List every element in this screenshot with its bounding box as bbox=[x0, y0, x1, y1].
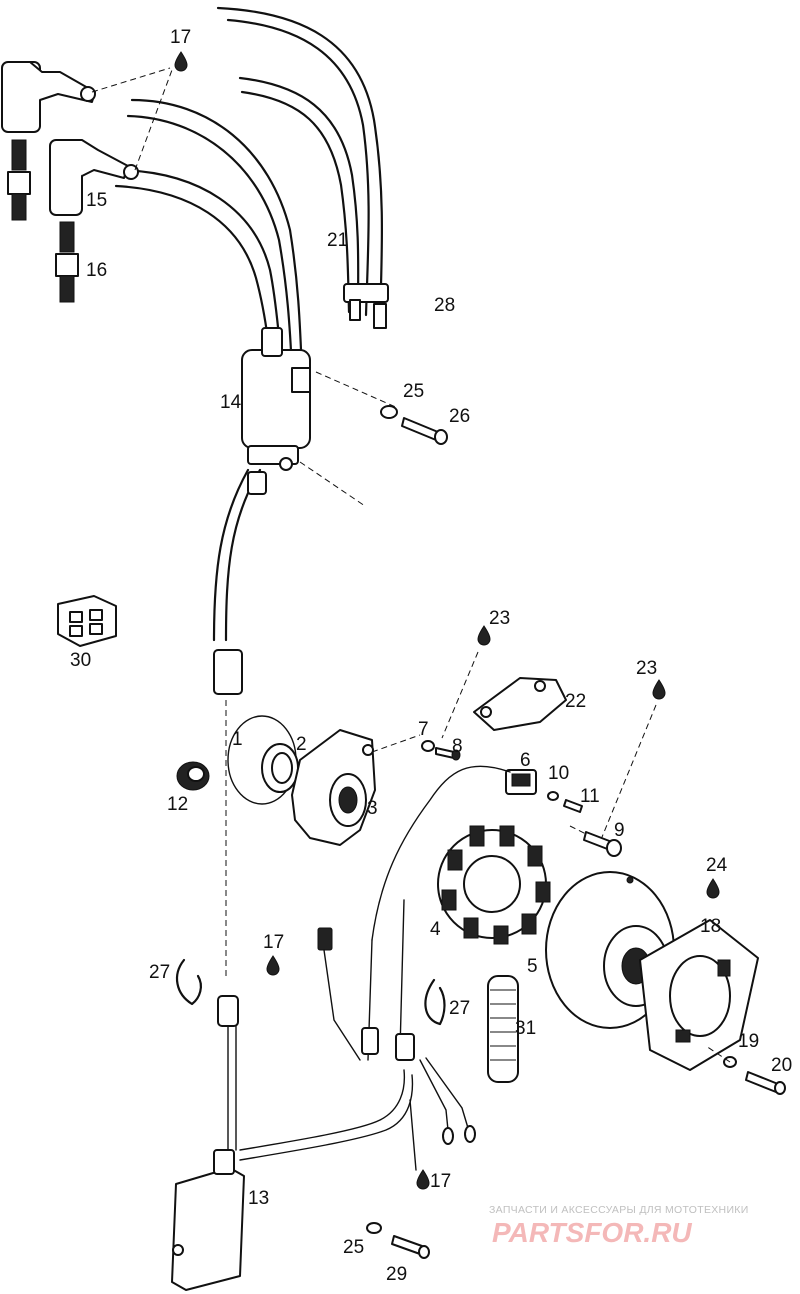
clamp-27-right bbox=[424, 978, 446, 1026]
label-8: 8 bbox=[452, 736, 463, 757]
screw-8 bbox=[421, 740, 461, 761]
ignition-coil-14 bbox=[212, 327, 311, 642]
seal-2 bbox=[261, 743, 299, 793]
label-26: 26 bbox=[449, 406, 470, 427]
label-1: 1 bbox=[232, 729, 243, 750]
screw-9 bbox=[583, 831, 622, 857]
label-21: 21 bbox=[327, 230, 348, 251]
bolt-26 bbox=[380, 405, 448, 445]
bolt-29 bbox=[366, 1222, 430, 1259]
ring-18 bbox=[639, 919, 759, 1071]
label-19: 19 bbox=[738, 1031, 759, 1052]
spark-plug-16 bbox=[7, 139, 79, 303]
clamp-27-left bbox=[175, 958, 202, 1006]
screw-20 bbox=[723, 1056, 786, 1095]
label-4: 4 bbox=[430, 919, 441, 940]
drop-icon-17b bbox=[266, 955, 280, 976]
label-17b: 17 bbox=[263, 932, 284, 953]
label-27b: 27 bbox=[449, 998, 470, 1019]
label-30: 30 bbox=[70, 650, 91, 671]
label-11: 11 bbox=[580, 786, 600, 807]
label-15: 15 bbox=[86, 190, 107, 211]
label-31: 31 bbox=[515, 1018, 536, 1039]
label-25a: 25 bbox=[403, 381, 424, 402]
wiring-harness bbox=[217, 899, 476, 1171]
label-12: 12 bbox=[167, 794, 188, 815]
label-20: 20 bbox=[771, 1055, 792, 1076]
label-6: 6 bbox=[520, 750, 531, 771]
screw-11 bbox=[547, 791, 583, 813]
label-14: 14 bbox=[220, 392, 242, 413]
watermark: ЗАПЧАСТИ И АКСЕССУАРЫ ДЛЯ МОТОТЕХНИКИ PA… bbox=[489, 1204, 749, 1248]
ignition-leads bbox=[114, 6, 389, 377]
housing-3 bbox=[291, 729, 376, 846]
sleeve-31 bbox=[487, 975, 519, 1083]
part-labels: 17 15 16 21 28 25 14 26 23 30 23 22 1 7 … bbox=[70, 27, 792, 1285]
drop-icon-24 bbox=[706, 878, 720, 899]
label-28: 28 bbox=[434, 295, 455, 316]
label-9: 9 bbox=[614, 820, 625, 841]
label-25b: 25 bbox=[343, 1237, 364, 1258]
label-17c: 17 bbox=[430, 1171, 451, 1192]
cdi-module-13 bbox=[171, 1149, 245, 1291]
label-2: 2 bbox=[296, 734, 307, 755]
label-23b: 23 bbox=[636, 658, 657, 679]
label-3: 3 bbox=[367, 798, 378, 819]
drop-icon-17c bbox=[416, 1169, 430, 1190]
watermark-brand: PARTSFOR.RU bbox=[492, 1217, 692, 1248]
label-23a: 23 bbox=[489, 608, 510, 629]
label-22: 22 bbox=[565, 691, 586, 712]
spark-plug-cap-15 bbox=[1, 61, 139, 216]
label-18: 18 bbox=[700, 916, 721, 937]
label-17a: 17 bbox=[170, 27, 191, 48]
stator-4 bbox=[437, 825, 551, 945]
label-5: 5 bbox=[527, 956, 538, 977]
drop-icon-17a bbox=[174, 51, 188, 72]
label-29: 29 bbox=[386, 1264, 407, 1285]
label-24: 24 bbox=[706, 855, 728, 876]
label-13: 13 bbox=[248, 1188, 269, 1209]
label-16: 16 bbox=[86, 260, 107, 281]
cover-22 bbox=[473, 677, 567, 731]
label-27a: 27 bbox=[149, 962, 170, 983]
pickup-6 bbox=[371, 765, 537, 941]
label-7: 7 bbox=[418, 719, 429, 740]
oil-seal-12 bbox=[176, 761, 210, 791]
drop-icon-23a bbox=[477, 625, 491, 646]
drop-icon-23b bbox=[652, 679, 666, 700]
watermark-tagline: ЗАПЧАСТИ И АКСЕССУАРЫ ДЛЯ МОТОТЕХНИКИ bbox=[489, 1204, 749, 1216]
label-10: 10 bbox=[548, 763, 569, 784]
connector-30 bbox=[57, 595, 117, 647]
